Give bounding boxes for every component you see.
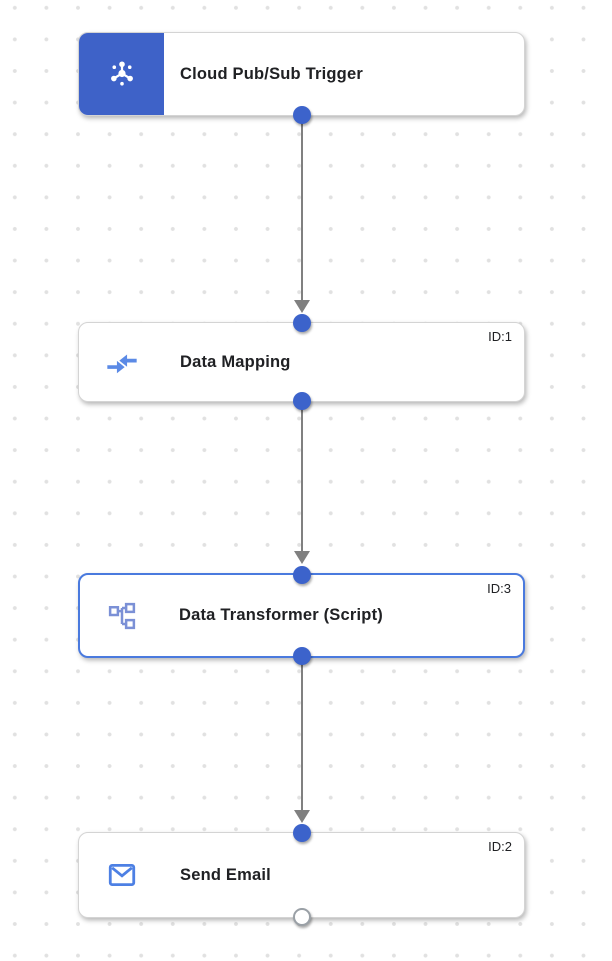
task-icon-block (79, 833, 164, 917)
task-icon-block (80, 575, 163, 656)
data-mapping-icon (106, 346, 138, 378)
data-transformer-icon (107, 601, 137, 631)
cloud-pubsub-icon (106, 58, 138, 90)
node-title: Send Email (180, 865, 271, 884)
edge-trigger-to-data-mapping[interactable] (292, 116, 312, 322)
node-id-badge: ID:3 (487, 581, 511, 596)
input-port[interactable] (292, 314, 311, 332)
trigger-icon-block (79, 33, 164, 115)
node-data-transformer[interactable]: ID:3 Data Transformer (Script) (78, 566, 525, 665)
send-email-icon (106, 859, 138, 891)
arrow-down-icon (294, 551, 310, 564)
task-icon-block (79, 323, 164, 401)
input-port[interactable] (292, 566, 311, 584)
output-port-open[interactable] (292, 908, 311, 926)
node-id-badge: ID:1 (488, 329, 512, 344)
arrow-down-icon (294, 810, 310, 823)
node-cloud-pubsub-trigger[interactable]: Cloud Pub/Sub Trigger (78, 32, 525, 124)
node-title: Data Mapping (180, 352, 291, 371)
node-title: Cloud Pub/Sub Trigger (180, 64, 363, 83)
output-port[interactable] (292, 647, 311, 665)
node-title: Data Transformer (Script) (179, 606, 383, 624)
node-data-mapping[interactable]: ID:1 Data Mapping (78, 314, 525, 410)
edge-data-mapping-to-data-transformer[interactable] (292, 402, 312, 573)
arrow-down-icon (294, 300, 310, 313)
edge-line (301, 402, 303, 561)
node-send-email[interactable]: ID:2 Send Email (78, 824, 525, 926)
input-port[interactable] (292, 824, 311, 842)
edge-data-transformer-to-send-email[interactable] (292, 658, 312, 832)
output-port[interactable] (292, 392, 311, 410)
edge-line (301, 116, 303, 310)
output-port[interactable] (292, 106, 311, 124)
edge-line (301, 658, 303, 820)
node-id-badge: ID:2 (488, 839, 512, 854)
